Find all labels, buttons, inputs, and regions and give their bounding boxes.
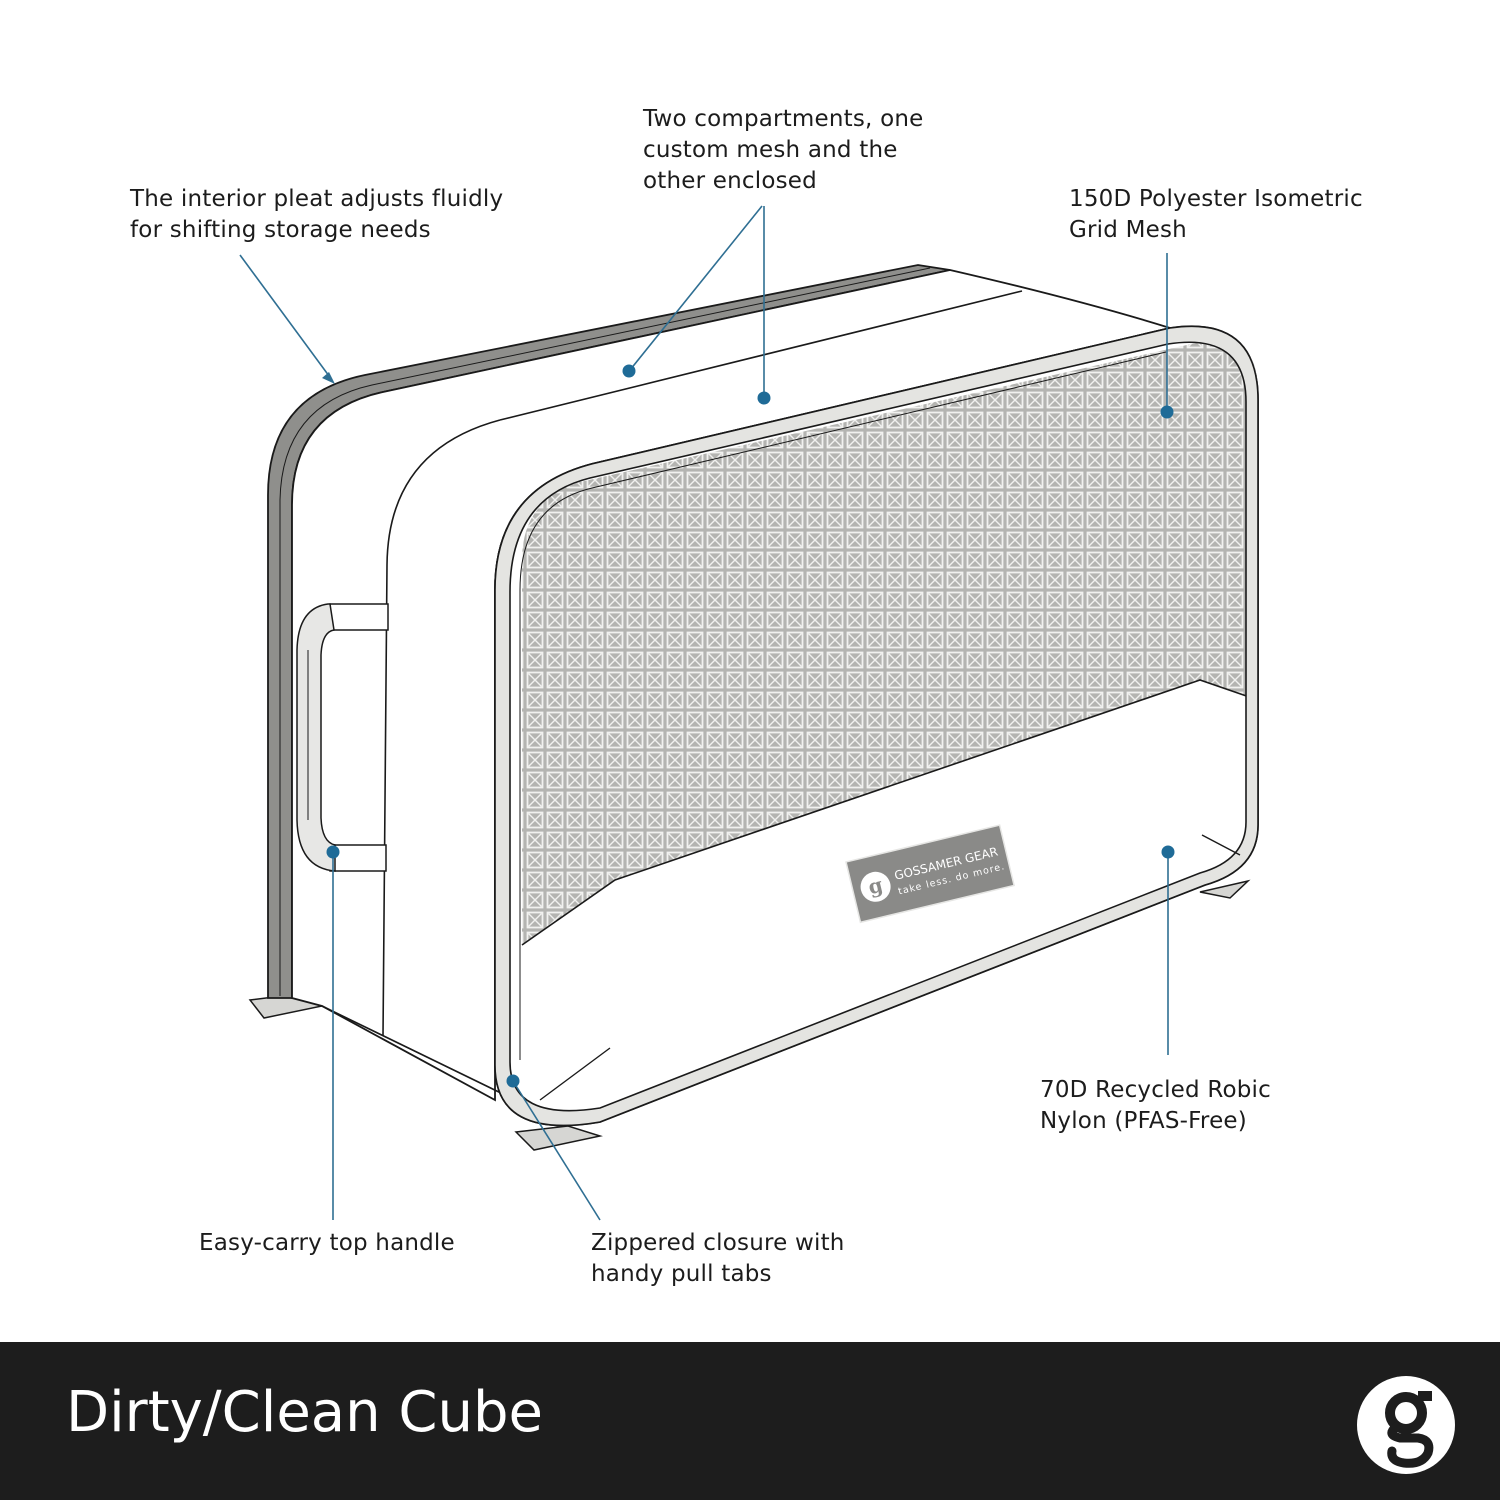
front-foot-tab [514, 1125, 603, 1151]
callout-compartments-line: custom mesh and the [643, 137, 898, 163]
callout-handle-line: Easy-carry top handle [199, 1230, 455, 1256]
dot-handle [326, 845, 340, 859]
front-zipper-band [494, 325, 1259, 1127]
leader-dots [326, 364, 1175, 1088]
leader-zipper [512, 1080, 601, 1221]
right-foot-tab [1199, 879, 1251, 899]
callout-mesh-line: Grid Mesh [1069, 217, 1187, 243]
callout-mesh: 150D Polyester Isometric Grid Mesh [1069, 184, 1363, 246]
dot-nylon [1161, 845, 1175, 859]
dot-compartments-a [622, 364, 636, 378]
callout-handle: Easy-carry top handle [199, 1228, 455, 1259]
arrow-head [322, 372, 335, 384]
product-diagram: g GOSSAMER GEAR take less. do more. [239, 205, 1259, 1221]
leader-lines [239, 205, 1169, 1221]
callout-mesh-line: 150D Polyester Isometric [1069, 186, 1363, 212]
brand-label-patch: g GOSSAMER GEAR take less. do more. [845, 824, 1016, 924]
callout-nylon-line: 70D Recycled Robic [1040, 1077, 1271, 1103]
callout-zipper: Zippered closure with handy pull tabs [591, 1228, 845, 1290]
leader-pleat [239, 254, 333, 381]
product-title: Dirty/Clean Cube [66, 1380, 543, 1445]
dot-zipper [506, 1074, 520, 1088]
callout-zipper-line: handy pull tabs [591, 1261, 772, 1287]
brand-logo-icon [1357, 1376, 1455, 1474]
label-logo-g: g [866, 872, 885, 899]
callout-compartments-line: Two compartments, one [643, 106, 924, 132]
callout-pleat-line: for shifting storage needs [130, 217, 431, 243]
dot-mesh [1160, 405, 1174, 419]
leader-compartments-a [629, 205, 763, 371]
callout-pleat: The interior pleat adjusts fluidly for s… [130, 184, 503, 246]
callout-pleat-line: The interior pleat adjusts fluidly [130, 186, 504, 212]
callout-nylon-line: Nylon (PFAS-Free) [1040, 1108, 1247, 1134]
callout-compartments-line: other enclosed [643, 168, 817, 194]
callout-nylon: 70D Recycled Robic Nylon (PFAS-Free) [1040, 1075, 1271, 1137]
footer-bar: Dirty/Clean Cube [0, 1342, 1500, 1500]
callout-zipper-line: Zippered closure with [591, 1230, 845, 1256]
callout-compartments: Two compartments, one custom mesh and th… [643, 104, 923, 197]
dot-compartments-b [757, 391, 771, 405]
side-handle [296, 603, 389, 872]
